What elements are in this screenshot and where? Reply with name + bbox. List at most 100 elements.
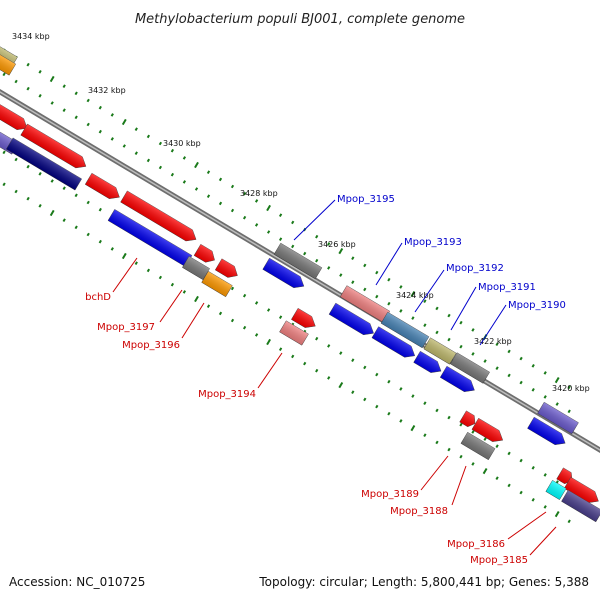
tick-mark xyxy=(26,86,30,91)
leader-line xyxy=(450,286,477,331)
gene-label: Mpop_3185 xyxy=(470,555,528,566)
tick-mark xyxy=(375,270,379,275)
tick-mark xyxy=(519,458,523,463)
tick-mark xyxy=(363,263,367,268)
tick-mark xyxy=(567,385,571,390)
tick-mark xyxy=(519,380,523,385)
tick-mark xyxy=(435,440,439,445)
tick-mark xyxy=(495,444,499,449)
tick-mark xyxy=(98,207,102,212)
tick-mark xyxy=(49,209,55,217)
gene-feature xyxy=(423,337,457,365)
gene-feature xyxy=(84,172,120,199)
genome-backbone xyxy=(0,89,600,453)
tick-mark xyxy=(146,134,151,139)
tick-label: 3422 kbp xyxy=(474,337,512,346)
tick-mark xyxy=(218,177,223,182)
gene-label: Mpop_3194 xyxy=(198,389,256,400)
tick-mark xyxy=(278,347,283,352)
gene-feature xyxy=(201,270,233,298)
gene-feature xyxy=(193,244,215,263)
leader-line xyxy=(375,242,403,286)
tick-mark xyxy=(242,215,247,220)
gene-label: Mpop_3192 xyxy=(446,263,504,274)
tick-mark xyxy=(447,313,451,318)
tick-mark xyxy=(447,447,451,452)
tick-mark xyxy=(194,295,199,303)
tick-mark xyxy=(351,390,355,395)
tick-mark xyxy=(495,342,499,347)
gene-feature xyxy=(328,302,374,335)
tick-mark xyxy=(2,150,6,155)
tick-mark xyxy=(26,196,30,201)
tick-mark xyxy=(2,72,6,77)
tick-mark xyxy=(230,208,235,213)
tick-mark xyxy=(315,258,319,263)
leader-line xyxy=(420,455,449,491)
tick-label: 3424 kbp xyxy=(396,291,434,300)
tick-mark xyxy=(375,294,379,299)
tick-mark xyxy=(86,122,90,127)
tick-mark xyxy=(74,193,78,198)
gene-label: bchD xyxy=(85,292,111,303)
tick-mark xyxy=(254,199,259,203)
tick-mark xyxy=(423,401,427,406)
gene-feature xyxy=(0,101,28,130)
tick-mark xyxy=(483,359,487,363)
leader-line xyxy=(293,199,336,241)
gene-label: Mpop_3191 xyxy=(478,282,536,293)
tick-mark xyxy=(471,430,475,434)
tick-mark xyxy=(122,144,126,148)
tick-mark xyxy=(483,437,487,441)
gene-feature xyxy=(545,480,567,500)
label-leaders xyxy=(112,199,557,556)
gene-feature xyxy=(291,307,316,328)
plus-strand-labels: Mpop_3195 Mpop_3193 Mpop_3192 Mpop_3191 … xyxy=(337,194,566,311)
tick-mark xyxy=(411,316,415,320)
tick-mark xyxy=(74,225,78,230)
tick-mark xyxy=(206,304,211,309)
gene-feature xyxy=(563,476,599,503)
tick-mark xyxy=(363,287,367,292)
tick-mark xyxy=(230,286,235,291)
tick-mark xyxy=(423,433,427,438)
tick-mark xyxy=(38,203,42,208)
tick-mark xyxy=(447,415,451,420)
tick-mark xyxy=(62,218,66,223)
tick-mark xyxy=(278,213,283,218)
tick-mark xyxy=(338,248,344,255)
map-title: Methylobacterium populi BJ001, complete … xyxy=(135,12,465,27)
gene-feature xyxy=(20,123,87,169)
gene-feature xyxy=(380,311,430,349)
tick-mark xyxy=(291,220,295,225)
tick-mark xyxy=(555,402,559,406)
gene-label: Mpop_3186 xyxy=(447,539,505,550)
tick-mark xyxy=(387,277,391,282)
gene-feature xyxy=(214,258,238,278)
tick-mark xyxy=(50,179,54,183)
gene-features xyxy=(0,43,600,523)
gene-label: Mpop_3190 xyxy=(508,300,566,311)
tick-mark xyxy=(411,394,415,398)
tick-mark xyxy=(482,468,488,475)
tick-mark xyxy=(110,137,114,141)
gene-label: Mpop_3196 xyxy=(122,340,180,351)
tick-mark xyxy=(134,261,138,266)
tick-mark xyxy=(254,223,259,227)
gene-label: Mpop_3197 xyxy=(97,322,155,333)
tick-mark xyxy=(435,306,439,311)
gene-feature xyxy=(460,431,496,461)
leader-line xyxy=(112,257,138,293)
tick-mark xyxy=(543,505,547,509)
tick-mark xyxy=(266,204,271,212)
leader-line xyxy=(479,304,507,346)
gene-feature xyxy=(527,416,566,445)
tick-mark xyxy=(242,191,247,196)
tick-mark xyxy=(206,170,211,175)
tick-mark xyxy=(158,141,163,146)
tick-mark xyxy=(86,98,90,103)
tick-mark xyxy=(218,201,223,206)
tick-mark xyxy=(351,358,355,363)
tick-mark xyxy=(543,371,547,375)
tick-mark xyxy=(567,519,571,524)
